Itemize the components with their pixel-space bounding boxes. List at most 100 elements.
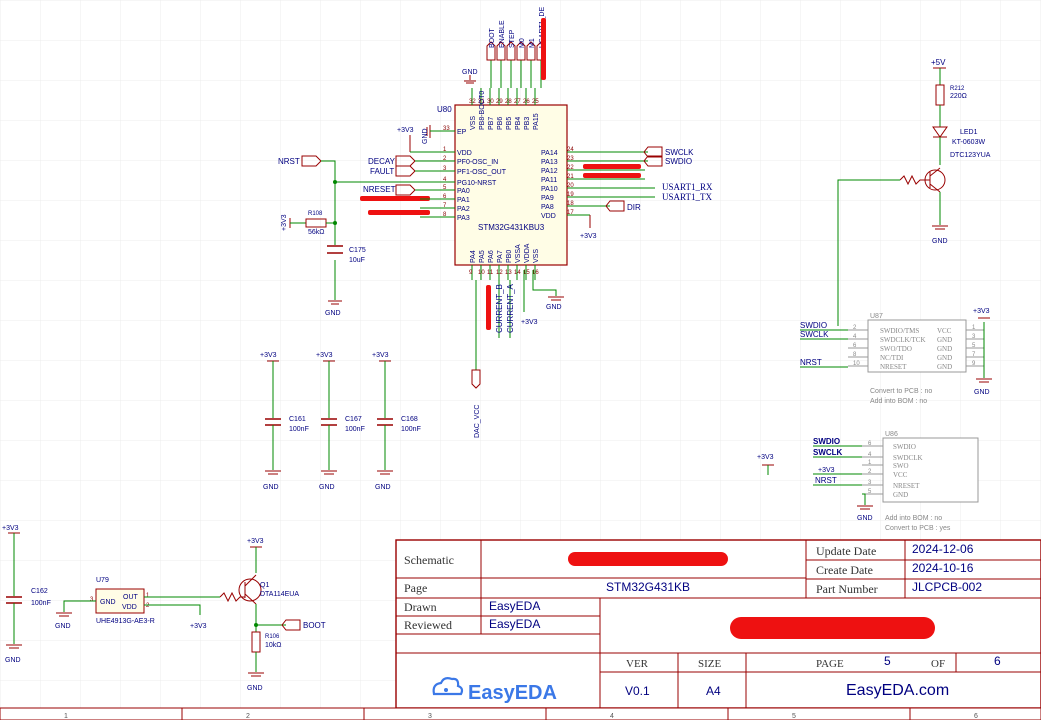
mcu-pin-name: PA1 [457,197,470,204]
mcu-pin-name: PB8-BOOT0 [479,91,486,130]
cap-ref: C161 [289,416,306,423]
svg-text:U79: U79 [96,577,109,584]
net-flag [496,41,506,61]
pin-num: 4 [868,452,872,458]
svg-text:+3V3: +3V3 [818,467,835,474]
svg-text:DTC123YUA: DTC123YUA [950,152,991,159]
ic-u79[interactable]: U79 GND OUT VDD UHE4913G-AE3-R 3 1 2 [90,577,155,625]
net-label: GND [263,484,279,491]
net-label: STEP [509,29,516,48]
mcu-pin-num: 28 [505,99,512,105]
svg-text:NRST: NRST [815,476,837,485]
nreset-flag[interactable]: NRESET [363,184,416,196]
mcu-pin-name: PA9 [541,195,554,202]
pin-num: 5 [972,343,976,349]
mcu-pin-name: PF0-OSC_IN [457,159,498,166]
easyeda-logo-icon [432,677,464,696]
mcu-pin-name: VSS [533,249,540,263]
svg-text:R106: R106 [265,634,280,640]
svg-text:Part Number: Part Number [816,582,878,596]
cap-ref: C167 [345,416,362,423]
svg-text:GND: GND [974,389,990,396]
svg-text:GND: GND [5,657,21,664]
svg-text:+5V: +5V [931,58,946,67]
transistor-q1[interactable]: +3V3 Q1 DTA114EUA [219,538,299,605]
dir-flag[interactable]: DIR [605,200,641,212]
swdio-flag[interactable]: SWDIO [643,155,692,167]
svg-text:FAULT: FAULT [370,167,394,176]
svg-text:Schematic: Schematic [404,553,454,567]
net-label: BOOT [489,27,496,48]
resistor-r108[interactable]: +3V3 R108 56kΩ [281,211,337,236]
svg-text:OUT: OUT [123,594,139,601]
net-label: +3V3 [372,352,389,359]
svg-text:EasyEDA: EasyEDA [489,599,540,613]
ruler-label: 4 [610,713,614,720]
mcu-pin-num: 32 [469,99,476,105]
mcu-pin-name: PA5 [479,250,486,263]
mcu-pin-name: PA10 [541,186,558,193]
svg-text:5: 5 [884,654,891,668]
title-block: Schematic Page STM32G431KB Drawn EasyEDA… [395,539,1041,709]
capacitor-c175[interactable]: C175 10uF [327,245,366,264]
mcu-pin-num: 16 [532,270,539,276]
svg-text:Update Date: Update Date [816,544,876,558]
svg-text:SWDIO: SWDIO [813,437,840,446]
mcu-pin-name: PA14 [541,150,558,157]
mcu-pin-name: PA7 [497,250,504,263]
svg-text:C162: C162 [31,588,48,595]
mcu-pin-name: PA13 [541,159,558,166]
mcu-pin-name: PB3 [524,117,531,130]
svg-text:GND: GND [100,599,116,606]
led-driver[interactable]: +5V R212 220Ω LED1 KT-0603W DTC123YUA GN… [899,58,991,245]
nrst-flag[interactable]: NRST [278,155,322,167]
svg-text:DECAY: DECAY [368,157,396,166]
svg-text:220Ω: 220Ω [950,93,967,100]
mcu-part: STM32G431KBU3 [478,223,545,232]
mcu-pin-num: 14 [514,270,521,276]
svg-text:DTA114EUA: DTA114EUA [260,591,299,598]
svg-text:UHE4913G-AE3-R: UHE4913G-AE3-R [96,618,155,625]
pin-num: 1 [972,325,976,331]
mcu-pin-num: 33 [443,126,450,132]
svg-text:Convert to PCB : yes: Convert to PCB : yes [885,525,951,532]
easyeda-logo-text: EasyEDA [468,682,557,704]
fault-flag[interactable]: FAULT [370,165,416,177]
net-label: GND [375,484,391,491]
pin-name: GND [893,491,908,499]
decay-flag[interactable]: DECAY [368,155,416,167]
svg-text:2024-10-16: 2024-10-16 [912,561,974,575]
mcu-pin-num: 30 [487,99,494,105]
svg-text:BOOT: BOOT [303,621,326,630]
boot-flag[interactable]: BOOT [281,619,326,631]
swclk-flag[interactable]: SWCLK [643,146,694,158]
svg-text:SWDIO: SWDIO [665,157,692,166]
svg-text:OF: OF [931,658,945,670]
svg-text:EasyEDA.com: EasyEDA.com [846,682,949,699]
svg-text:+3V3: +3V3 [247,538,264,545]
pin-num: 5 [868,489,872,495]
pin-name: NRESET [893,482,920,490]
mcu-pin-num: 8 [443,212,447,218]
mcu-pin-num: 4 [443,177,447,183]
mcu-pin-name: VSS [470,116,477,130]
svg-text:+3V3: +3V3 [521,319,538,326]
pin-num: 4 [853,334,857,340]
pin-name: NC/TDI [880,354,904,362]
svg-text:+3V3: +3V3 [397,127,414,134]
capacitor-c162[interactable]: +3V3 GND C162 100nF [2,525,51,664]
svg-text:Add into BOM : no: Add into BOM : no [885,515,942,522]
ruler-label: 3 [428,713,432,720]
mcu-pin-name: PA6 [488,250,495,263]
svg-text:GND: GND [325,310,341,317]
svg-text:+3V3: +3V3 [973,308,990,315]
cap-ref: C168 [401,416,418,423]
redaction-mark [541,18,546,80]
svg-text:Q1: Q1 [260,582,269,589]
svg-text:1: 1 [146,593,150,599]
